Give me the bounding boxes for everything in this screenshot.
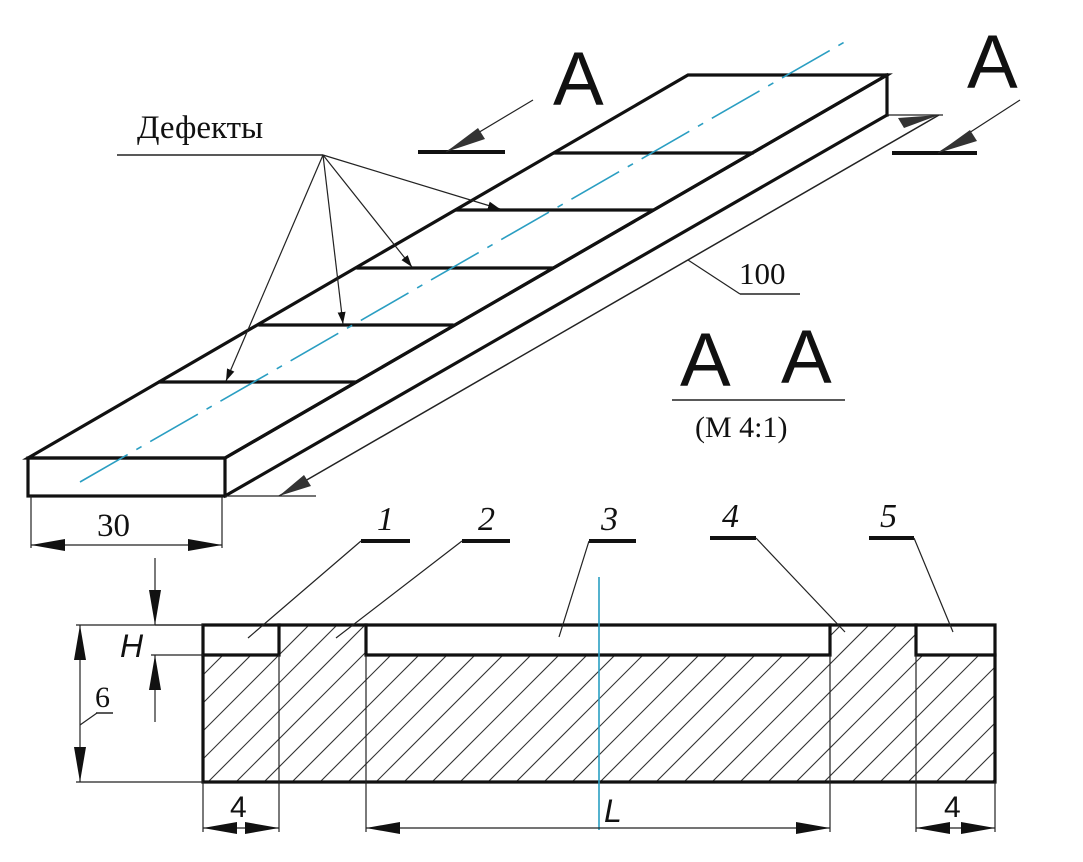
hatch-line (535, 625, 707, 782)
hatch-line (787, 625, 959, 782)
hatch-line (647, 625, 819, 782)
groove-5 (914, 623, 997, 657)
callout-1: 1 (377, 501, 394, 538)
right-groove-dimension (915, 655, 996, 834)
length-callout: 100 (739, 256, 786, 291)
hatch-line (203, 625, 259, 782)
hatch-line (227, 625, 399, 782)
hatch-line (703, 625, 875, 782)
section-marker-right (892, 99, 1021, 155)
hatch-line (203, 625, 371, 782)
section-hatching (203, 620, 1083, 790)
hatch-line (395, 625, 567, 782)
bar-side-middle-edge (222, 72, 890, 461)
left-groove-dimension (202, 655, 280, 834)
overall-height-callout: 6 (95, 681, 110, 714)
width-dimension-value: 30 (97, 508, 130, 544)
groove-1 (201, 623, 281, 657)
groove-depth-dimension (149, 558, 203, 722)
hatch-line (619, 625, 791, 782)
callouts (247, 536, 954, 639)
hatch-line (591, 625, 763, 782)
length-dimension (225, 114, 943, 497)
hatch-line (675, 625, 847, 782)
hatch-line (367, 625, 539, 782)
defects-leader (117, 154, 501, 382)
section-marker-left (418, 99, 534, 154)
bar-front-face (26, 456, 227, 498)
hatch-line (731, 625, 903, 782)
callout-3: 3 (600, 501, 618, 538)
width-dimension (30, 496, 223, 551)
hatch-line (871, 625, 995, 782)
hatch-line (843, 625, 995, 782)
section-view-title-right: A (781, 315, 832, 400)
hatch-line (563, 625, 735, 782)
section-view-title-left: A (680, 318, 731, 403)
hatch-line (1012, 620, 1083, 790)
center-length-label: L (604, 793, 622, 829)
isometric-bar (22, 39, 893, 499)
groove-3 (364, 623, 832, 657)
hatch-line (927, 625, 995, 782)
callout-4: 4 (722, 498, 739, 535)
hatch-line (955, 625, 995, 782)
center-length-dimension (365, 655, 831, 834)
hatch-line (451, 625, 623, 782)
section-letter-left: A (553, 37, 604, 122)
defect-lines (158, 151, 754, 384)
hatch-line (1040, 620, 1083, 790)
right-groove-width: 4 (944, 791, 961, 824)
hatch-line (899, 625, 995, 782)
hatch-line (283, 625, 455, 782)
section-letter-right: A (967, 20, 1018, 105)
groove-depth-label: H (120, 628, 144, 664)
section-view-scale: (M 4:1) (695, 411, 788, 444)
hatch-line (203, 625, 315, 782)
hatch-line (479, 625, 651, 782)
overall-height-dimension (74, 624, 203, 783)
hatch-line (759, 625, 931, 782)
hatch-line (815, 625, 987, 782)
hatch-line (255, 625, 427, 782)
cross-section (201, 577, 1083, 830)
hatch-line (203, 625, 343, 782)
hatch-line (423, 625, 595, 782)
hatch-line (507, 625, 679, 782)
left-groove-width: 4 (230, 791, 247, 824)
hatch-line (311, 625, 483, 782)
bar-center-axis (79, 39, 849, 483)
hatch-line (983, 625, 995, 782)
defects-label: Дефекты (137, 110, 263, 146)
callout-5: 5 (880, 498, 897, 535)
hatch-line (1068, 620, 1083, 790)
bar-side-bottom-edge (222, 112, 890, 499)
callout-2: 2 (478, 501, 495, 538)
